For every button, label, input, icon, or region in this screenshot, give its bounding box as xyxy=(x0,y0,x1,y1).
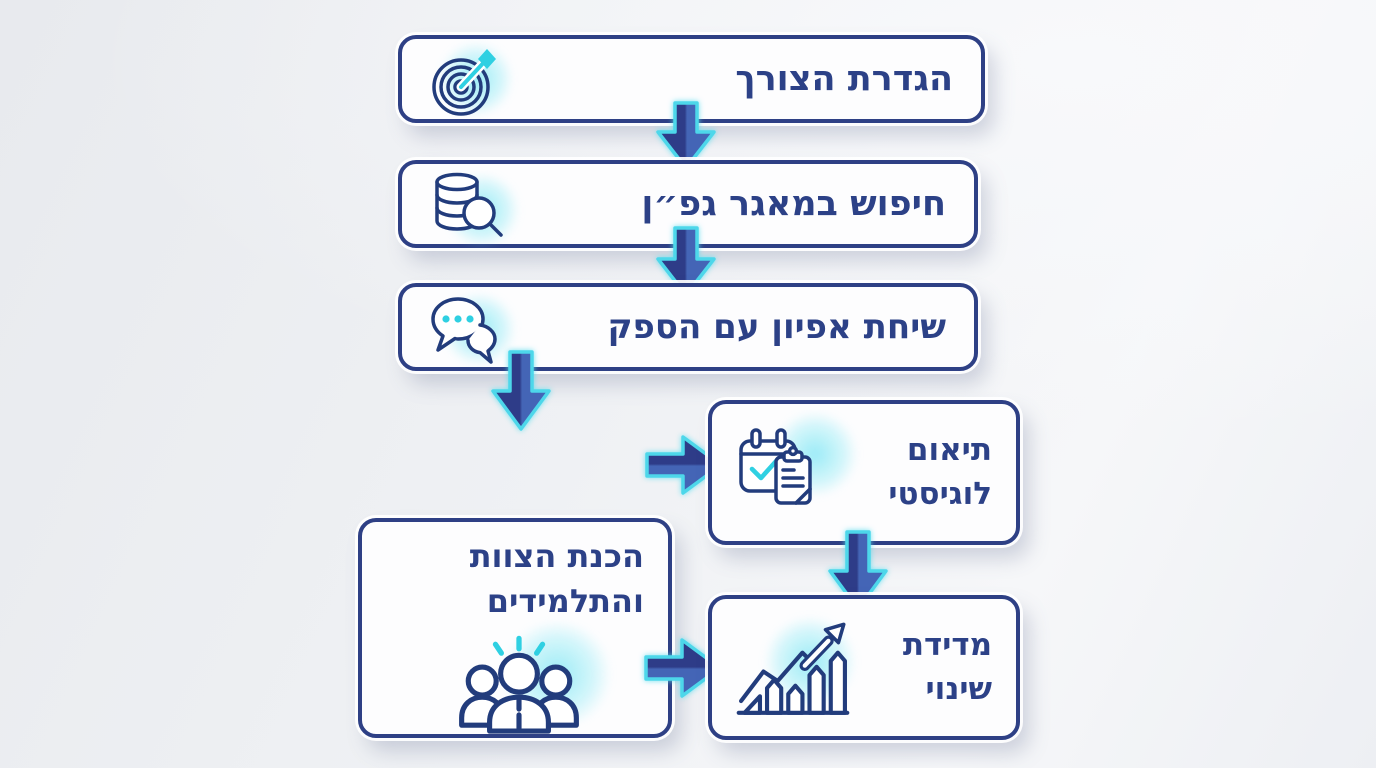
arrow-down-2 xyxy=(654,226,718,298)
node-label-search-gefen: חיפוש במאגר גפ״ן xyxy=(641,184,946,224)
flow-node-supplier-call: שיחת אפיון עם הספק xyxy=(398,283,978,371)
database-search-icon xyxy=(428,168,508,248)
node-label-supplier-call: שיחת אפיון עם הספק xyxy=(607,307,946,347)
node-label-logistics: תיאום לוגיסטי xyxy=(888,428,992,518)
target-icon xyxy=(428,43,504,119)
node-label-line: שינוי xyxy=(925,671,992,708)
node-label-line: תיאום xyxy=(906,431,992,468)
arrow-down-4 xyxy=(826,530,890,612)
team-people-icon xyxy=(454,634,584,734)
arrow-down-1 xyxy=(654,101,718,171)
flow-node-logistics: תיאום לוגיסטי xyxy=(708,400,1020,545)
arrow-down-3 xyxy=(489,350,553,432)
arrow-right-1 xyxy=(645,433,725,497)
node-label-line: והתלמידים xyxy=(486,582,644,621)
calendar-check-clipboard-icon xyxy=(734,422,838,522)
flow-node-measure-change: מדידת שינוי xyxy=(708,595,1020,740)
node-label-define-need: הגדרת הצורך xyxy=(735,59,953,99)
node-label-line: לוגיסטי xyxy=(888,476,992,513)
node-label-measure-change: מדידת שינוי xyxy=(903,623,992,713)
arrow-right-2 xyxy=(644,636,724,700)
growth-chart-arrow-icon xyxy=(734,614,852,722)
flow-node-prepare-team: הכנת הצוות והתלמידים xyxy=(358,518,672,738)
node-label-line: מדידת xyxy=(902,626,992,663)
node-label-line: הכנת הצוות xyxy=(469,537,644,575)
node-label-prepare-team: הכנת הצוות והתלמידים xyxy=(470,534,644,625)
chat-bubbles-icon xyxy=(428,293,508,369)
